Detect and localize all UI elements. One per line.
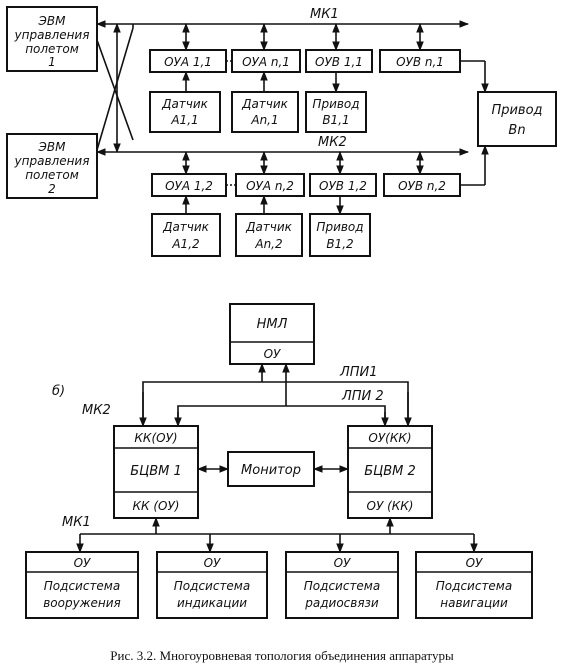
- module-oua-1-2-label: ОУА 1,2: [165, 179, 213, 193]
- bcvm-1-bottom: КК (ОУ): [133, 499, 180, 513]
- bus-mk1-label: МК1: [310, 7, 339, 22]
- fc2-line3: полетом: [25, 168, 79, 182]
- sensor-a-n-1: [231, 91, 299, 133]
- subsystem-display-line1: Подсистема: [174, 579, 250, 593]
- panel-b-label: б): [52, 384, 65, 399]
- subsystem-navigation: [415, 551, 533, 619]
- bus-mk2-bottom-label: МК2: [82, 403, 111, 418]
- sensor-a-1-2-line1: Датчик: [162, 220, 210, 234]
- module-ouv-n-2-label: ОУВ n,2: [398, 179, 446, 193]
- sensor-a-n-2: [235, 213, 303, 257]
- subsystem-weapons: [25, 551, 139, 619]
- fc1-line2: управления: [14, 28, 90, 42]
- module-ouv-1-1-label: ОУВ 1,1: [315, 55, 363, 69]
- fc2-line1: ЭВМ: [38, 140, 67, 154]
- sensor-a-n-2-line1: Датчик: [245, 220, 293, 234]
- figure-caption: Рис. 3.2. Многоуровневая топология объед…: [110, 648, 454, 663]
- module-ouv-1-1: [305, 49, 373, 73]
- cross-link-3: [96, 39, 134, 141]
- subsystem-navigation-ou: ОУ: [466, 556, 483, 570]
- subsystem-display-line2: индикации: [177, 596, 247, 610]
- sensor-a-n-2-line2: Аn,2: [254, 237, 282, 251]
- module-ouv-1-2-label: ОУВ 1,2: [319, 179, 367, 193]
- subsystem-navigation-line1: Подсистема: [436, 579, 512, 593]
- drive-b-1-2-line2: В1,2: [326, 237, 353, 251]
- fc1-line1: ЭВМ: [38, 14, 67, 28]
- bus-lpi1-label: ЛПИ1: [339, 365, 378, 380]
- drive-b-n-line1: Привод: [491, 103, 542, 118]
- fc1-line4: 1: [48, 55, 56, 69]
- module-ouv-n-1-label: ОУВ n,1: [396, 55, 444, 69]
- subsystem-radio: [285, 551, 399, 619]
- tape-storage: [229, 303, 315, 365]
- tape-storage-label: НМЛ: [257, 317, 288, 332]
- drive-b-1-2: [309, 213, 371, 257]
- bus-mk2-label: МК2: [318, 135, 347, 150]
- module-oua-1-1: [149, 49, 227, 73]
- subsystem-navigation-line2: навигации: [440, 596, 508, 610]
- bcvm-1-top: КК(ОУ): [134, 431, 177, 445]
- bus-lpi2-line: [177, 405, 386, 426]
- sensor-a-1-2: [151, 213, 221, 257]
- subsystem-display-ou: ОУ: [204, 556, 221, 570]
- flight-computer-2: [6, 133, 98, 199]
- monitor-label: Монитор: [241, 463, 301, 478]
- drive-b-1-1-line1: Привод: [312, 97, 359, 111]
- fc2-line4: 2: [48, 182, 56, 196]
- drive-b-n: [477, 91, 557, 147]
- subsystem-weapons-line2: вооружения: [43, 596, 121, 610]
- subsystem-weapons-line1: Подсистема: [44, 579, 120, 593]
- module-oua-n-1: [231, 49, 301, 73]
- bcvm-2-bottom: ОУ (КК): [367, 499, 414, 513]
- module-oua-1-1-label: ОУА 1,1: [164, 55, 212, 69]
- bcvm-1: [113, 425, 199, 519]
- drive-b-1-1-line2: В1,1: [322, 113, 349, 127]
- sensor-a-1-2-line2: А1,2: [171, 237, 199, 251]
- fc1-line3: полетом: [25, 42, 79, 56]
- sensor-a-1-1: [149, 91, 221, 133]
- subsystem-radio-line2: радиосвязи: [304, 596, 379, 610]
- bcvm-2-name: БЦВМ 2: [364, 464, 416, 479]
- module-ouv-n-1: [379, 49, 461, 73]
- module-oua-n-2: [235, 173, 305, 197]
- module-ouv-1-2: [309, 173, 377, 197]
- subsystem-radio-line1: Подсистема: [304, 579, 380, 593]
- drive-b-n-line2: Вn: [508, 123, 525, 138]
- bcvm-2-top: ОУ(КК): [368, 431, 411, 445]
- subsystem-radio-ou: ОУ: [334, 556, 351, 570]
- sensor-a-n-1-line1: Датчик: [241, 97, 289, 111]
- bus-lpi2-label: ЛПИ 2: [341, 389, 384, 404]
- sensor-a-n-1-line2: Аn,1: [250, 113, 278, 127]
- module-oua-n-2-label: ОУА n,2: [246, 179, 294, 193]
- module-oua-n-1-label: ОУА n,1: [242, 55, 290, 69]
- subsystem-display: [156, 551, 268, 619]
- drive-b-1-1: [305, 91, 367, 133]
- bcvm-1-name: БЦВМ 1: [130, 464, 182, 479]
- sensor-a-1-1-line2: А1,1: [170, 113, 198, 127]
- flight-computer-1: [6, 6, 98, 72]
- bus-mk1-bottom-label: МК1: [62, 515, 91, 530]
- fc2-line2: управления: [14, 154, 90, 168]
- module-ouv-n-2: [383, 173, 461, 197]
- sensor-a-1-1-line1: Датчик: [161, 97, 209, 111]
- tape-storage-ou: ОУ: [264, 347, 281, 361]
- subsystem-weapons-ou: ОУ: [74, 556, 91, 570]
- bcvm-2: [347, 425, 433, 519]
- drive-b-1-2-line1: Привод: [316, 220, 363, 234]
- module-oua-1-2: [151, 173, 227, 197]
